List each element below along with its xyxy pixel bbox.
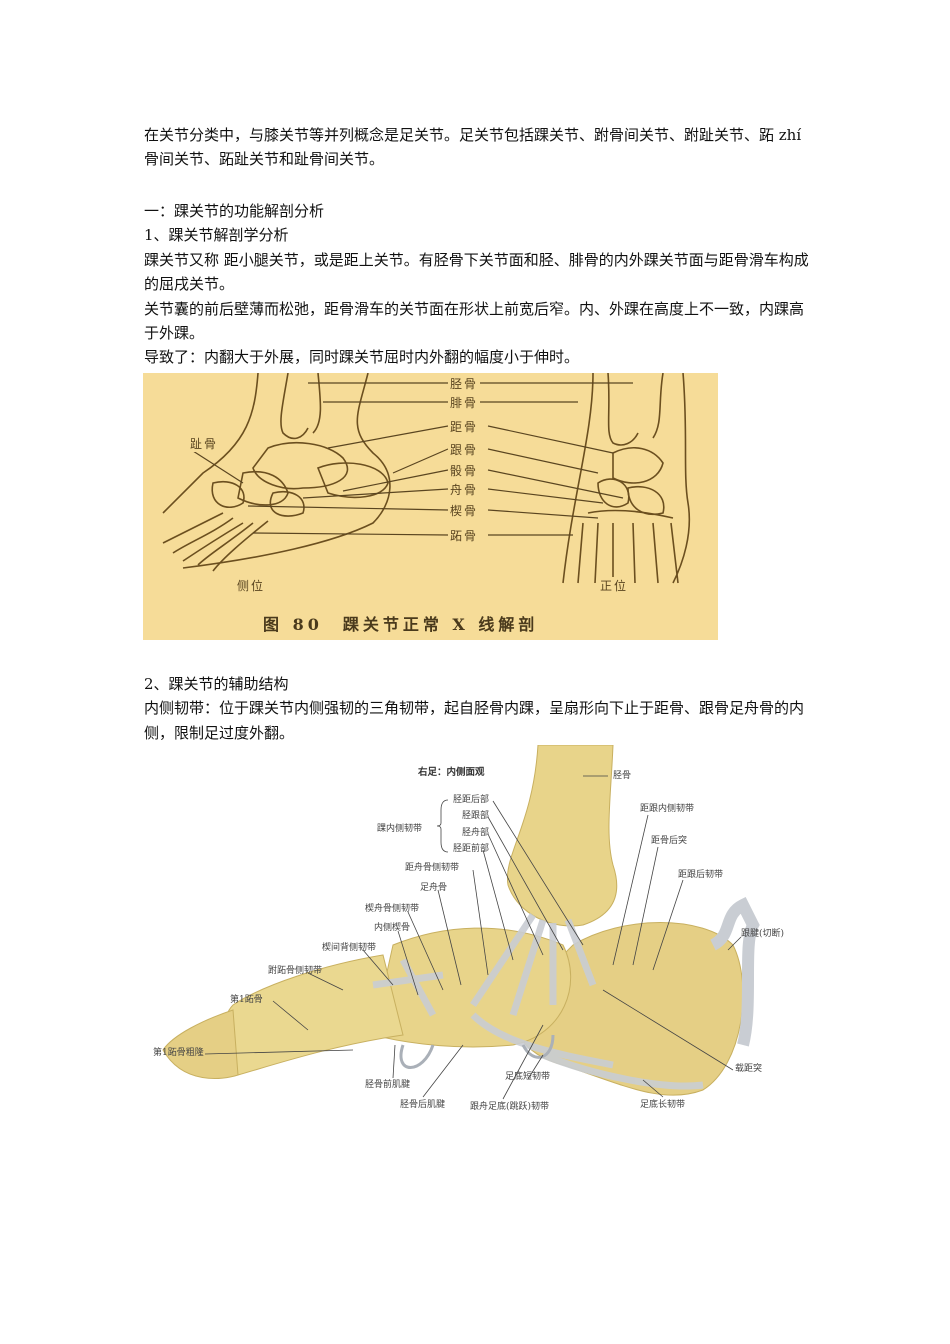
label-talonavicular: 距舟骨侧韧带 [405, 863, 460, 873]
paragraph: 内侧韧带：位于踝关节内侧强韧的三角韧带，起自胫骨内踝，呈扇形向下止于距骨、跟骨足… [144, 699, 805, 742]
label-tibia: 胫骨 [448, 375, 481, 392]
label-posterior-talocalcaneal: 距跟后韧带 [678, 870, 724, 880]
label-cuneonavicular: 楔舟骨侧韧带 [365, 904, 420, 914]
label-tibionavicular: 胫舟部 [462, 828, 490, 838]
ankle-ligament-illustration: 右足：内侧面观 胫距后部 胫跟部 胫舟部 胫距前部 踝内侧韧带 距舟骨侧韧带 足… [143, 745, 810, 1130]
label-lateral-view: 侧位 [235, 577, 268, 594]
paragraph: 关节囊的前后壁薄而松弛，距骨滑车的关节面在形状上前宽后窄。内、外踝在高度上不一致… [144, 299, 805, 343]
ankle-xray-figure: 胫骨 腓骨 距骨 跟骨 骰骨 舟骨 楔骨 跖骨 趾骨 侧位 正位 图 80 踝关… [143, 373, 718, 640]
label-talus: 距骨 [448, 418, 481, 435]
label-tibia: 胫骨 [613, 771, 632, 781]
label-tarsometatarsal: 跗跖骨侧韧带 [268, 966, 323, 976]
label-navicular: 舟骨 [448, 481, 481, 498]
paragraph: 踝关节又称 距小腿关节，或是距上关节。有胫骨下关节面和胫、腓骨的内外踝关节面与距… [144, 250, 809, 294]
label-calcaneus: 跟骨 [448, 441, 481, 458]
intro: 在关节分类中，与膝关节等并列概念是足关节。足关节包括踝关节、跗骨间关节、跗趾关节… [144, 123, 812, 172]
foot-medial-view-drawing [162, 745, 760, 1100]
intro-paragraph: 在关节分类中，与膝关节等并列概念是足关节。足关节包括踝关节、跗骨间关节、跗趾关节… [144, 126, 802, 169]
label-intercuneiform: 楔间背侧韧带 [322, 943, 377, 953]
label-cuboid: 骰骨 [448, 462, 481, 479]
label-posterior-process: 距骨后突 [651, 836, 688, 846]
figure-caption: 图 80 踝关节正常 X 线解剖 [263, 615, 539, 634]
label-long-plantar: 足底长韧带 [640, 1100, 686, 1110]
paragraph: 导致了：内翻大于外展，同时踝关节屈时内外翻的幅度小于伸时。 [144, 348, 580, 367]
label-frontal-view: 正位 [598, 577, 631, 594]
label-achilles-tendon: 跟腱(切断) [741, 929, 785, 939]
label-first-metatarsal-tuberosity: 第1跖骨粗隆 [153, 1048, 204, 1058]
label-navicular: 足舟骨 [420, 883, 448, 893]
label-phalanges: 趾骨 [188, 435, 221, 452]
label-tibialis-posterior: 胫骨后肌腱 [400, 1100, 446, 1110]
label-spring-ligament: 跟舟足底(跳跃)韧带 [470, 1102, 550, 1112]
ankle-xray-drawing [162, 373, 691, 584]
label-short-plantar: 足底短韧带 [505, 1072, 551, 1082]
section-subheading: 2、踝关节的辅助结构 [144, 675, 289, 693]
label-sustentaculum: 载距突 [735, 1064, 763, 1074]
label-posterior-tibiotalar: 胫距后部 [453, 795, 490, 805]
label-anterior-tibiotalar: 胫距前部 [453, 844, 490, 854]
section-heading: 一：踝关节的功能解剖分析 [144, 202, 325, 220]
section-1: 一：踝关节的功能解剖分析 1、踝关节解剖学分析 踝关节又称 距小腿关节，或是距上… [144, 199, 812, 370]
label-cuneiform: 楔骨 [448, 502, 481, 519]
label-medial-talocalcaneal: 距跟内侧韧带 [640, 804, 695, 814]
label-tibialis-anterior: 胫骨前肌腱 [365, 1080, 411, 1090]
section-subheading: 1、踝关节解剖学分析 [144, 226, 289, 245]
label-medial-cuneiform: 内侧楔骨 [374, 923, 411, 933]
label-medial-ligament: 踝内侧韧带 [377, 824, 423, 834]
section-2: 2、踝关节的辅助结构 内侧韧带：位于踝关节内侧强韧的三角韧带，起自胫骨内踝，呈扇… [144, 672, 812, 745]
label-tibiocalcaneal: 胫跟部 [462, 811, 490, 821]
label-fibula: 腓骨 [448, 394, 481, 411]
figure-title: 右足：内侧面观 [418, 767, 485, 778]
label-metatarsal: 跖骨 [448, 527, 481, 544]
label-first-metatarsal: 第1跖骨 [230, 995, 263, 1005]
